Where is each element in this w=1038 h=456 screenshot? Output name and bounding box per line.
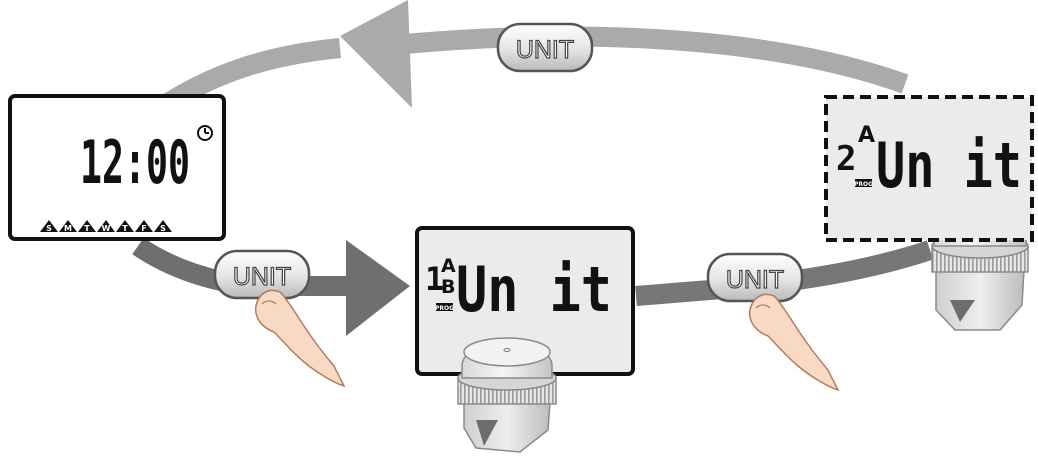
svg-text:UNIT: UNIT	[726, 266, 784, 294]
unit-button-left[interactable]: UNIT	[213, 249, 311, 300]
day-marker-icon	[116, 220, 134, 232]
display-time: 12:00 S M T W T F S	[8, 94, 226, 241]
unit2-number: 2	[836, 139, 856, 179]
day-wed: W	[102, 224, 111, 233]
unit1-number: 1	[425, 260, 444, 298]
unit1-line-a: A	[441, 255, 456, 277]
display-unit1: 1 A B PROG Un it	[415, 226, 635, 376]
day-marker-icon	[59, 220, 77, 232]
prog-badge	[855, 179, 872, 187]
unit2-prog: PROG	[854, 181, 873, 188]
unit1-line-b: B	[441, 276, 455, 298]
day-marker-icon	[97, 220, 115, 232]
pointing-hand-icon	[748, 293, 840, 392]
clock-icon	[197, 125, 213, 141]
pointing-hand-icon	[254, 289, 346, 388]
weekday-row: S M T W T F S	[40, 220, 172, 233]
unit-button-top[interactable]: UNIT	[496, 22, 594, 73]
unit1-prog: PROG	[435, 305, 454, 312]
day-sun: S	[46, 224, 52, 233]
day-tue: T	[84, 224, 90, 233]
unit-button-right[interactable]: UNIT	[706, 252, 804, 303]
day-fri: F	[141, 224, 146, 233]
day-marker-icon	[40, 220, 58, 232]
timer-unit-icon	[457, 337, 557, 453]
day-marker-icon	[78, 220, 96, 232]
day-marker-icon	[154, 220, 172, 232]
time-digits: 12:00	[80, 128, 190, 198]
day-sat: S	[160, 224, 166, 233]
prog-badge	[436, 303, 453, 311]
display-unit2: 2 A PROG Un it	[824, 95, 1034, 242]
day-thu: T	[122, 224, 128, 233]
unit2-text: Un it	[876, 129, 1022, 202]
day-mon: M	[64, 224, 72, 233]
unit1-text: Un it	[456, 253, 612, 326]
day-marker-icon	[135, 220, 153, 232]
unit2-line-a: A	[858, 123, 875, 148]
svg-text:UNIT: UNIT	[516, 36, 574, 64]
svg-text:UNIT: UNIT	[233, 263, 291, 291]
